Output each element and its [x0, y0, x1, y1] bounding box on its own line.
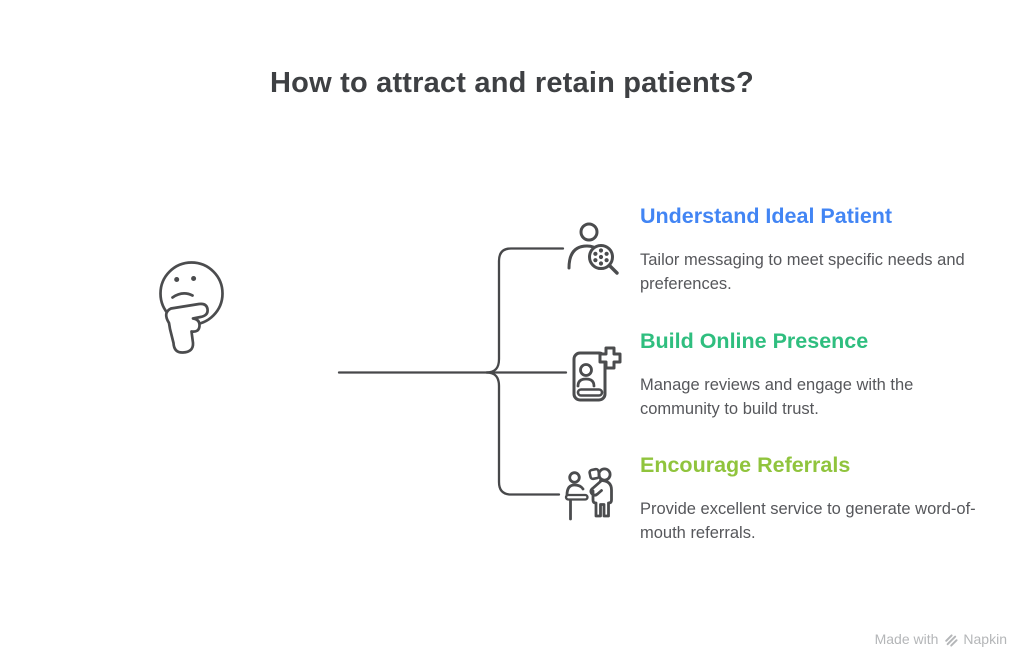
- watermark-prefix: Made with: [874, 631, 939, 647]
- thinking-face-icon: [159, 261, 224, 354]
- list-item-understand-ideal-patient: Understand Ideal Patient Tailor messagin…: [640, 204, 976, 296]
- made-with-napkin-watermark: Made with Napkin: [875, 631, 1007, 647]
- item-heading: Encourage Referrals: [640, 453, 851, 477]
- hand-on-chin: [164, 302, 209, 354]
- connector-bottom: [485, 371, 561, 496]
- referral-people-icon: [564, 467, 613, 521]
- item-description: Provide excellent service to generate wo…: [640, 500, 976, 542]
- item-description: Manage reviews and engage with the commu…: [640, 376, 914, 418]
- face-eye-right: [191, 276, 197, 281]
- lectern-top: [564, 493, 589, 501]
- napkin-logo-icon: [945, 633, 958, 647]
- item-heading: Build Online Presence: [640, 329, 869, 353]
- list-item-build-online-presence: Build Online Presence Manage reviews and…: [640, 329, 976, 421]
- list-item-encourage-referrals: Encourage Referrals Provide excellent se…: [640, 453, 976, 545]
- item-heading: Understand Ideal Patient: [640, 204, 893, 228]
- item-description: Tailor messaging to meet specific needs …: [640, 251, 965, 293]
- face-eye-left: [174, 277, 180, 282]
- connector-top: [485, 247, 565, 374]
- profile-card-plus-icon: [572, 346, 622, 402]
- patient-search-icon: [567, 222, 619, 275]
- face-frown: [171, 292, 194, 299]
- page-title: How to attract and retain patients?: [270, 67, 754, 99]
- watermark-brand: Napkin: [963, 631, 1007, 647]
- plus-cross: [598, 346, 622, 370]
